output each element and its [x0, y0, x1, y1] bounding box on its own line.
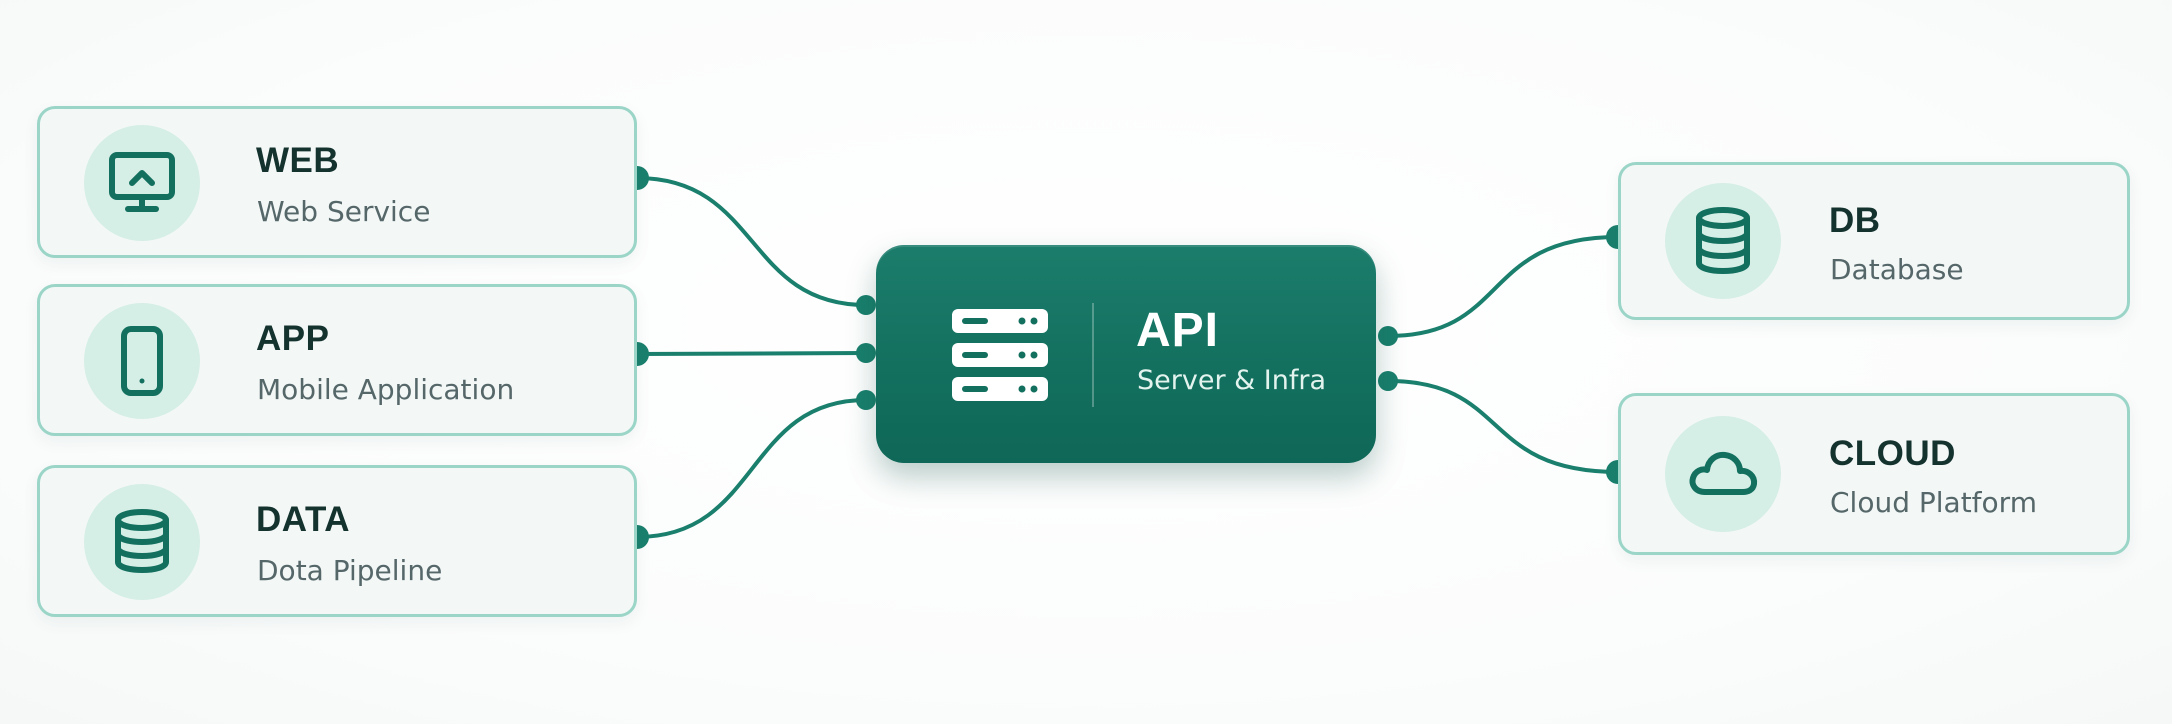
hub-subtitle: Server & Infra: [1137, 365, 1326, 396]
node-cloud-title: CLOUD: [1829, 434, 1956, 473]
node-web[interactable]: WEB Web Service: [37, 106, 637, 258]
hub-api[interactable]: API Server & Infra: [876, 245, 1376, 463]
cloud-icon: [1689, 451, 1758, 495]
hub-port-top: [856, 295, 876, 315]
smartphone-icon: [121, 326, 163, 396]
connector-data-api: [635, 398, 868, 539]
node-web-title: WEB: [256, 141, 340, 180]
database-stack-icon: [115, 509, 169, 573]
connector-api-db: [1386, 235, 1620, 338]
node-data-title: DATA: [256, 500, 351, 539]
node-data[interactable]: DATA Dota Pipeline: [37, 465, 637, 617]
node-db[interactable]: DB Database: [1618, 162, 2130, 320]
node-app[interactable]: APP Mobile Application: [37, 284, 637, 436]
hub-port-middle: [856, 343, 876, 363]
node-cloud-subtitle: Cloud Platform: [1830, 486, 2037, 519]
hub-title: API: [1136, 304, 1220, 357]
server-rack-icon: [952, 309, 1048, 401]
smartphone-icon-badge: [84, 303, 200, 419]
database-stack-icon-badge: [84, 484, 200, 600]
node-db-subtitle: Database: [1830, 253, 1964, 286]
node-db-title: DB: [1829, 201, 1881, 240]
database-icon: [1696, 207, 1750, 274]
hub-port-right-top: [1378, 326, 1398, 346]
hub-port-bottom: [856, 390, 876, 410]
connector-api-cloud: [1386, 379, 1620, 474]
hub-divider: [1092, 303, 1094, 407]
monitor-icon-badge: [84, 125, 200, 241]
hub-port-right-bottom: [1378, 371, 1398, 391]
cloud-icon-badge: [1665, 416, 1781, 532]
node-app-subtitle: Mobile Application: [257, 373, 515, 406]
node-data-subtitle: Dota Pipeline: [257, 554, 443, 587]
connector-app-api: [635, 351, 868, 356]
database-icon-badge: [1665, 183, 1781, 299]
node-web-subtitle: Web Service: [257, 195, 431, 228]
monitor-icon: [109, 152, 175, 212]
node-app-title: APP: [256, 319, 330, 358]
node-cloud[interactable]: CLOUD Cloud Platform: [1618, 393, 2130, 555]
connector-web-api: [635, 176, 868, 307]
